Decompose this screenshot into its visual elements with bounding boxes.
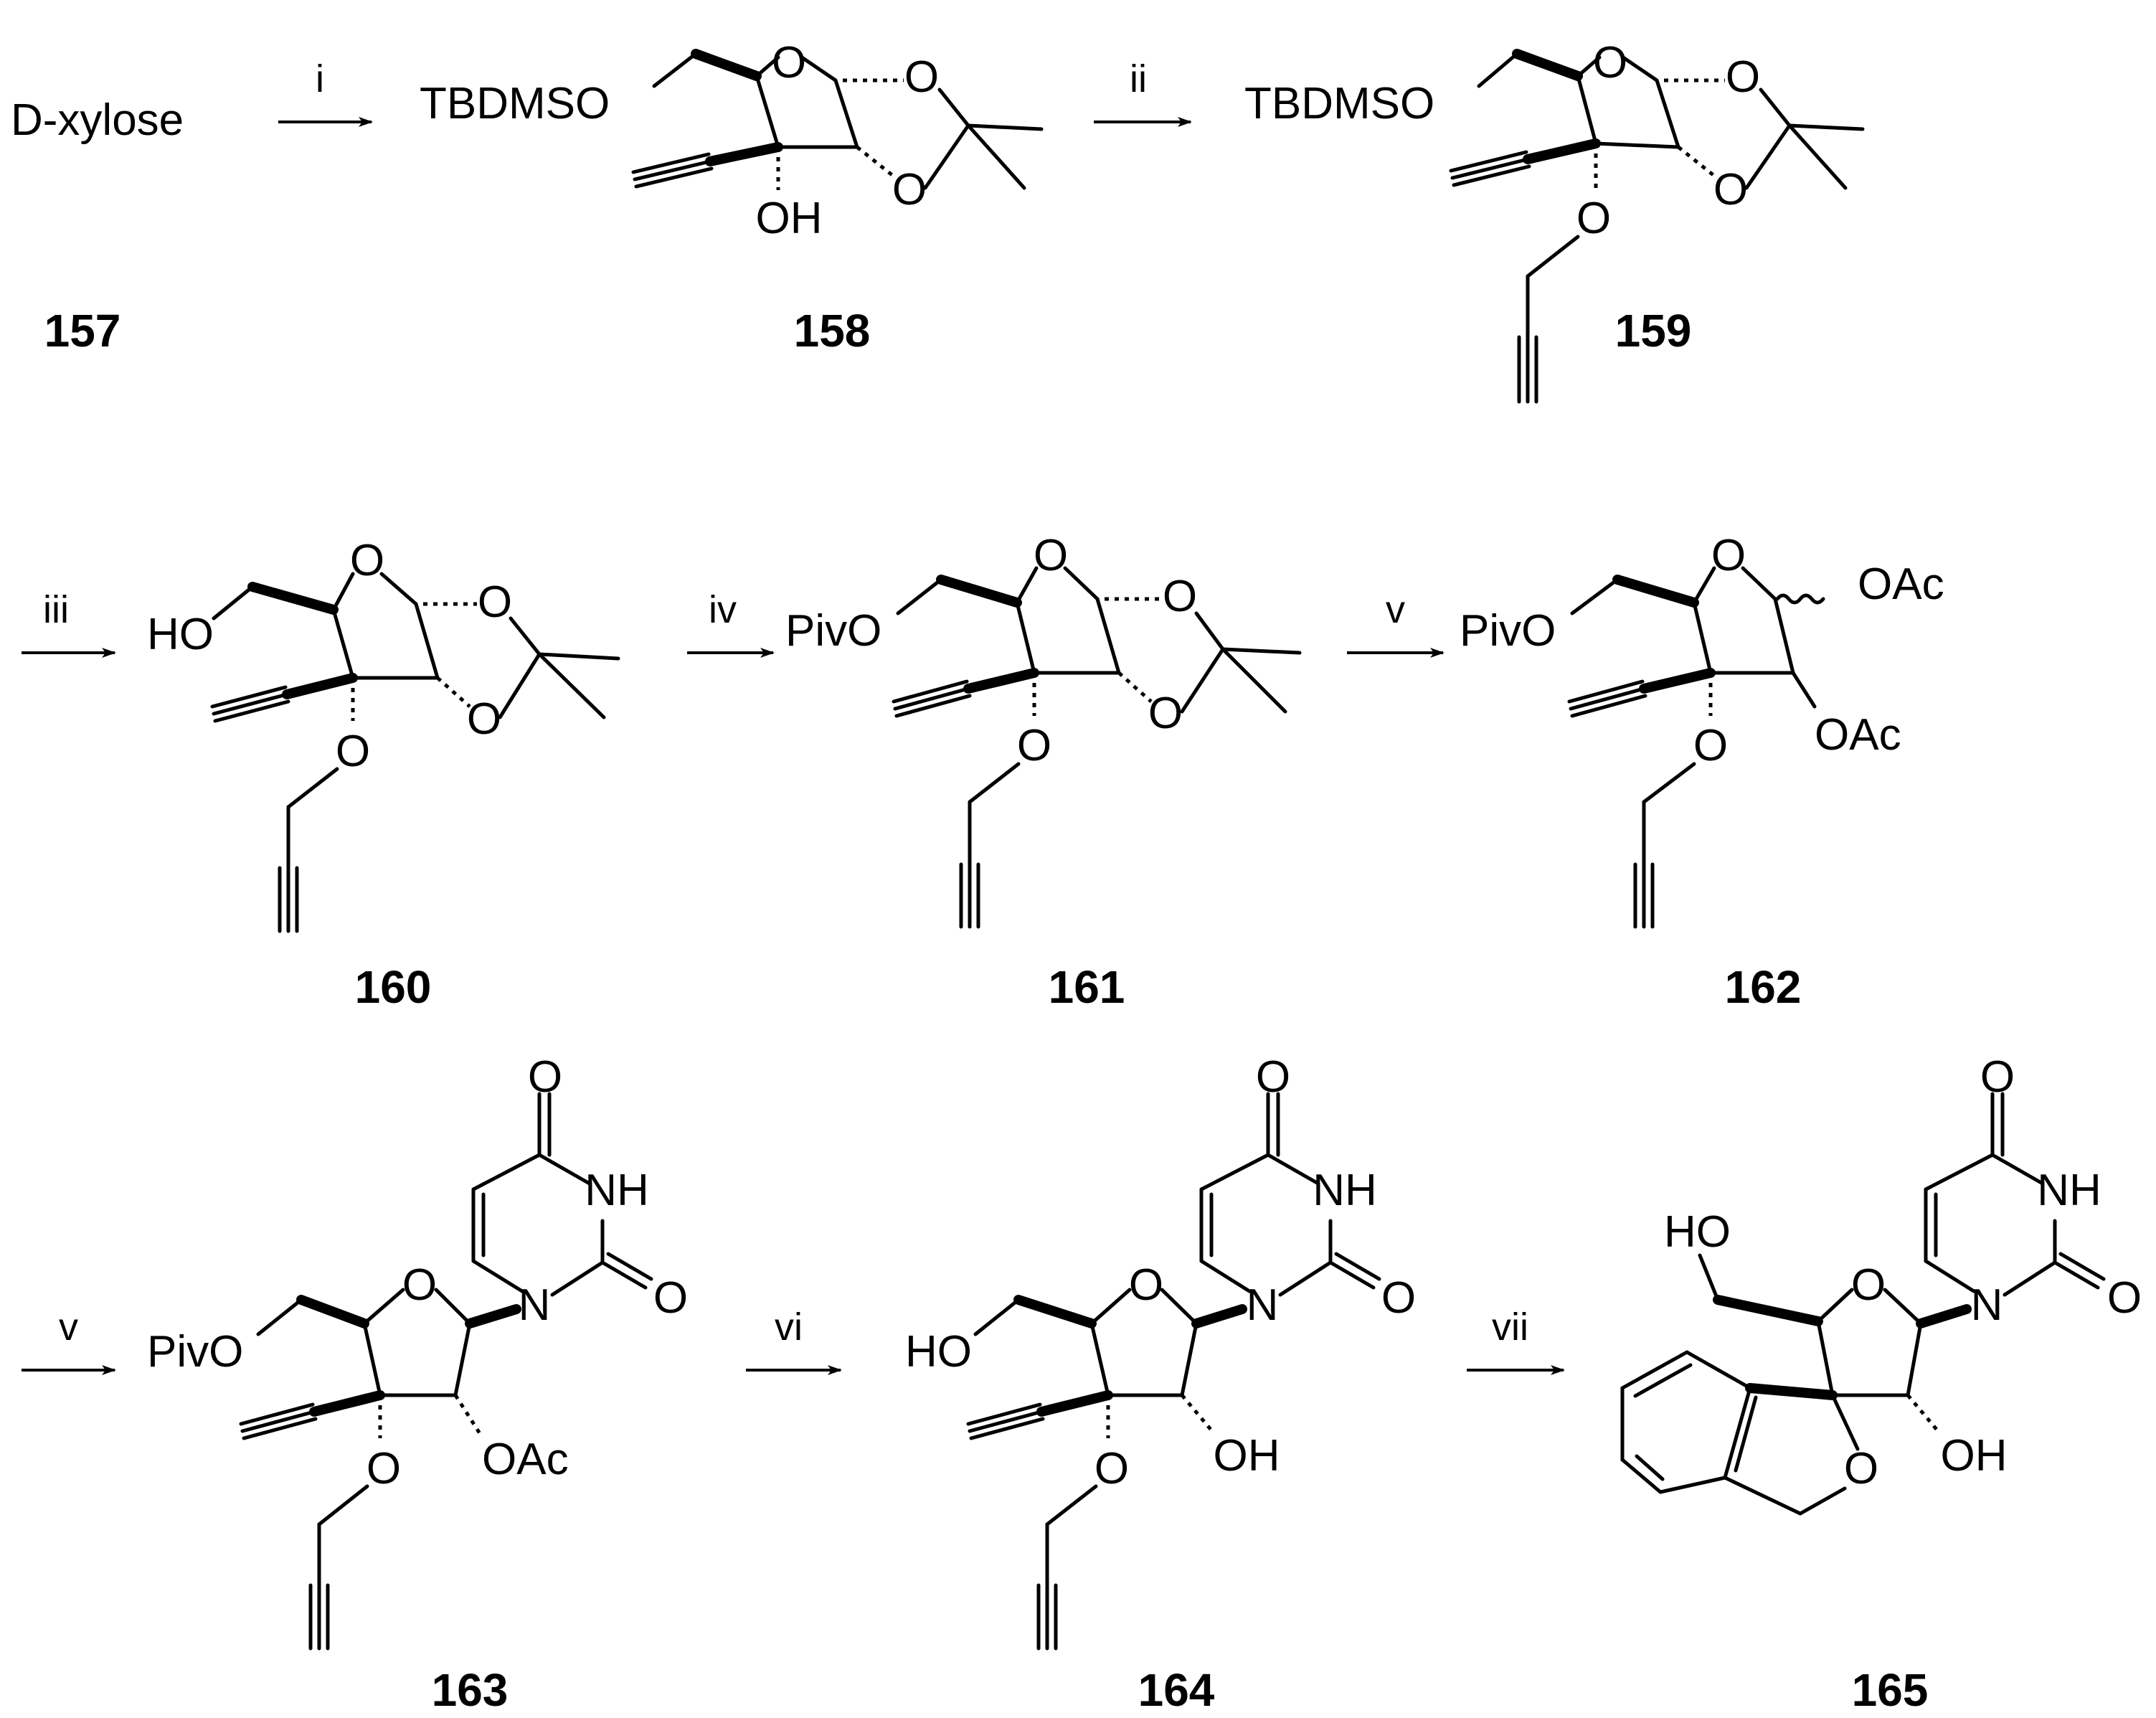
compound-label-164: 164	[1138, 1664, 1215, 1716]
reaction-arrow-vi: vi	[746, 1306, 842, 1375]
reaction-arrow-v-first: v	[1347, 588, 1445, 658]
compound-label-161: 161	[1049, 961, 1125, 1013]
hydroxyl-group-2: OH	[1941, 1431, 2008, 1481]
uracil-c4-oxygen: O	[528, 1052, 562, 1102]
reaction-arrow-ii: ii	[1094, 57, 1192, 127]
acetonide-oxygen-bottom: O	[892, 165, 927, 214]
ring-oxygen: O	[350, 536, 384, 585]
ring-oxygen: O	[1034, 531, 1068, 580]
structure-158: TBDMSO O O O OH	[420, 38, 1044, 243]
c2-acetate: OAc	[482, 1435, 569, 1484]
propargyl-ether-oxygen: O	[1576, 194, 1611, 243]
ring-oxygen: O	[1593, 38, 1627, 88]
hydroxyl-group-2: OH	[1214, 1431, 1280, 1481]
structure-160: HO O O O O	[147, 536, 620, 933]
acetonide-oxygen-top: O	[904, 52, 939, 102]
reaction-arrow-vii: vii	[1467, 1306, 1565, 1375]
uracil-c2-oxygen: O	[653, 1273, 688, 1323]
acetonide-oxygen-top: O	[1726, 52, 1760, 102]
acetonide-oxygen-top: O	[478, 577, 512, 627]
structure-163: PivO O OAc O N O NH	[147, 1052, 688, 1651]
propargyl-ether-oxygen: O	[1094, 1444, 1129, 1493]
uracil-c2-oxygen: O	[2107, 1273, 2142, 1323]
pivaloyloxy-group: PivO	[147, 1327, 243, 1377]
ring-oxygen: O	[1711, 531, 1746, 580]
hydroxyl-group-5: HO	[905, 1327, 972, 1377]
tbdmso-group: TBDMSO	[420, 79, 610, 128]
uracil-n3h: NH	[1313, 1166, 1377, 1215]
structure-161: PivO O O O O	[785, 531, 1302, 929]
c2-acetate: OAc	[1815, 710, 1901, 760]
compound-label-165: 165	[1852, 1664, 1929, 1716]
ring-oxygen: O	[1129, 1260, 1163, 1310]
acetonide-oxygen-bottom: O	[1713, 165, 1748, 214]
reagent-label-v: v	[59, 1306, 78, 1349]
propargyl-ether-oxygen: O	[1017, 721, 1051, 770]
compound-label-158: 158	[794, 305, 871, 357]
reagent-label-vi: vi	[775, 1306, 803, 1349]
reagent-label-iii: iii	[43, 588, 69, 631]
reaction-arrow-iv: iv	[687, 588, 775, 658]
compound-label-162: 162	[1725, 961, 1802, 1013]
acetonide-oxygen-top: O	[1163, 572, 1197, 621]
reaction-arrow-iii: iii	[22, 588, 116, 658]
compound-label-159: 159	[1615, 305, 1692, 357]
uracil-n1: N	[519, 1280, 551, 1330]
pivaloyloxy-group: PivO	[785, 606, 881, 656]
acetonide-oxygen-bottom: O	[467, 694, 501, 744]
uracil-n3h: NH	[585, 1166, 649, 1215]
acetonide-oxygen-bottom: O	[1148, 689, 1183, 738]
anomeric-acetate: OAc	[1858, 560, 1944, 609]
pivaloyloxy-group: PivO	[1460, 606, 1556, 656]
propargyl-ether-oxygen: O	[367, 1444, 401, 1493]
uracil-c2-oxygen: O	[1381, 1273, 1416, 1323]
uracil-n1: N	[1247, 1280, 1279, 1330]
reaction-arrow-i: i	[278, 57, 373, 127]
reagent-label-i: i	[316, 57, 324, 100]
structure-164: HO O OH O N O NH	[905, 1052, 1416, 1651]
reagent-label-vii: vii	[1492, 1306, 1528, 1349]
compound-label-163: 163	[432, 1664, 509, 1716]
uracil-n3h: NH	[2037, 1166, 2101, 1215]
ring-oxygen: O	[1851, 1260, 1886, 1310]
uracil-c4-oxygen: O	[1256, 1052, 1290, 1102]
reagent-label-iv: iv	[709, 588, 737, 631]
structure-159: TBDMSO O O O O	[1244, 38, 1865, 404]
ring-oxygen: O	[402, 1260, 437, 1310]
compound-label-157: 157	[44, 305, 121, 357]
ring-oxygen: O	[772, 38, 806, 88]
uracil-n1: N	[1971, 1280, 2003, 1330]
hydroxyl-group-5: HO	[1664, 1207, 1731, 1257]
compound-label-160: 160	[355, 961, 432, 1013]
uracil-c4-oxygen: O	[1980, 1052, 2015, 1102]
hydroxyl-group: HO	[147, 610, 214, 659]
tbdmso-group: TBDMSO	[1244, 79, 1434, 128]
structure-162: PivO O OAc OAc O	[1460, 531, 1944, 929]
propargyl-ether-oxygen: O	[1693, 721, 1728, 770]
reaction-arrow-v-second: v	[22, 1306, 116, 1375]
structure-165: HO O OH O N O NH	[1620, 1052, 2142, 1516]
d-xylose-label: D-xylose	[11, 95, 184, 145]
spiro-ether-oxygen: O	[1844, 1444, 1878, 1493]
propargyl-ether-oxygen: O	[336, 727, 370, 776]
reagent-label-v: v	[1386, 588, 1405, 631]
hydroxyl-group: OH	[756, 194, 823, 243]
reagent-label-ii: ii	[1130, 57, 1147, 100]
